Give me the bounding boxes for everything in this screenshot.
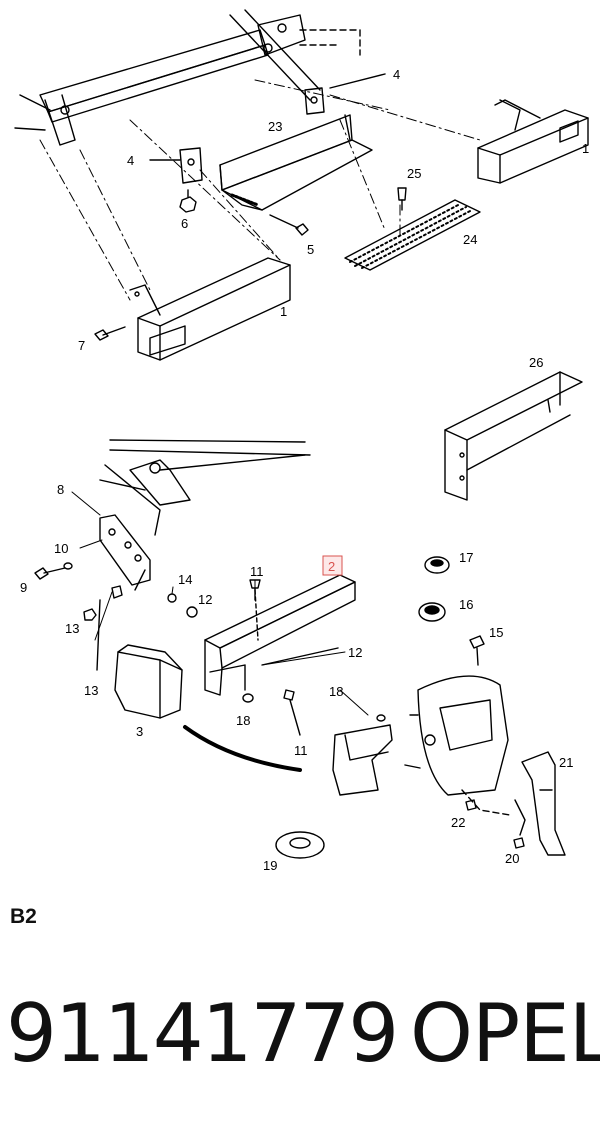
callout-22: 22 (451, 815, 465, 830)
grommet-19 (275, 831, 325, 859)
bolt-5 (269, 214, 309, 236)
callout-23: 23 (268, 119, 282, 134)
brand-name: OPEL (410, 987, 600, 1080)
callout-24: 24 (463, 232, 477, 247)
callout-14: 14 (178, 572, 192, 587)
bracket-4-left (149, 147, 203, 184)
nut-22 (465, 799, 477, 811)
washer-14 (167, 593, 177, 603)
callout-6: 6 (181, 216, 188, 231)
callout-4-left: 4 (127, 153, 134, 168)
grommet-17 (424, 556, 450, 574)
grommet-16 (418, 602, 446, 622)
callout-leaders (71, 491, 369, 716)
running-board-rail-2 (204, 574, 356, 696)
bolt-9 (34, 567, 66, 580)
exploded-parts-diagram: 2 4 4 23 1 6 5 25 24 1 7 26 8 10 9 13 13… (14, 9, 589, 873)
callout-11-lower: 11 (294, 743, 308, 758)
callout-18-right: 18 (329, 684, 343, 699)
callout-13-upper: 13 (65, 621, 79, 636)
washer-18-a (242, 693, 254, 703)
callout-17: 17 (459, 550, 473, 565)
channel-26 (444, 371, 583, 501)
callout-1-right: 1 (582, 141, 589, 156)
washer-10 (63, 562, 73, 570)
clip-25 (397, 187, 407, 211)
callout-20: 20 (505, 851, 519, 866)
callout-15: 15 (489, 625, 503, 640)
callout-5: 5 (307, 242, 314, 257)
callout-8: 8 (57, 482, 64, 497)
callout-3: 3 (136, 724, 143, 739)
callout-19: 19 (263, 858, 277, 873)
cross-member-23 (219, 114, 373, 211)
end-cap-3 (114, 644, 183, 719)
callout-1-left: 1 (280, 304, 287, 319)
upper-frame-rails (14, 9, 361, 146)
callout-13-lower: 13 (84, 683, 98, 698)
callout-26: 26 (529, 355, 543, 370)
step-plate-24 (344, 199, 481, 271)
highlight-box-2 (322, 555, 343, 576)
callout-12-lower: 12 (348, 645, 362, 660)
callout-2-highlighted: 2 (328, 559, 335, 574)
bumper-end-1-left (129, 257, 291, 361)
callout-16: 16 (459, 597, 473, 612)
callout-21: 21 (559, 755, 573, 770)
part-number: 91141779 (6, 987, 399, 1080)
bracket-21 (514, 751, 566, 856)
bolt-15 (469, 635, 485, 666)
callout-9: 9 (20, 580, 27, 595)
bolt-11-bottom (283, 689, 301, 736)
nut-13-b (96, 585, 123, 671)
bolt-7 (94, 326, 126, 341)
nut-6 (179, 189, 197, 213)
bumper-end-1-right (477, 99, 589, 184)
callout-11-upper: 11 (250, 564, 264, 579)
nut-20 (513, 837, 525, 849)
bracket-4-right (304, 73, 386, 115)
callout-18-left: 18 (236, 713, 250, 728)
washer-12-a (186, 606, 198, 618)
section-code: B2 (10, 905, 37, 928)
direction-arrow (183, 725, 302, 772)
mudguard-housing (404, 675, 511, 816)
callout-7: 7 (78, 338, 85, 353)
assembly-leader-lines (39, 79, 481, 301)
callout-12-upper: 12 (198, 592, 212, 607)
lower-frame-rails (99, 439, 311, 536)
callout-25: 25 (407, 166, 421, 181)
nut-13-a (83, 608, 97, 621)
bracket-8 (99, 514, 151, 591)
bracket-18 (332, 714, 393, 796)
callout-10: 10 (54, 541, 68, 556)
callout-4-right: 4 (393, 67, 400, 82)
